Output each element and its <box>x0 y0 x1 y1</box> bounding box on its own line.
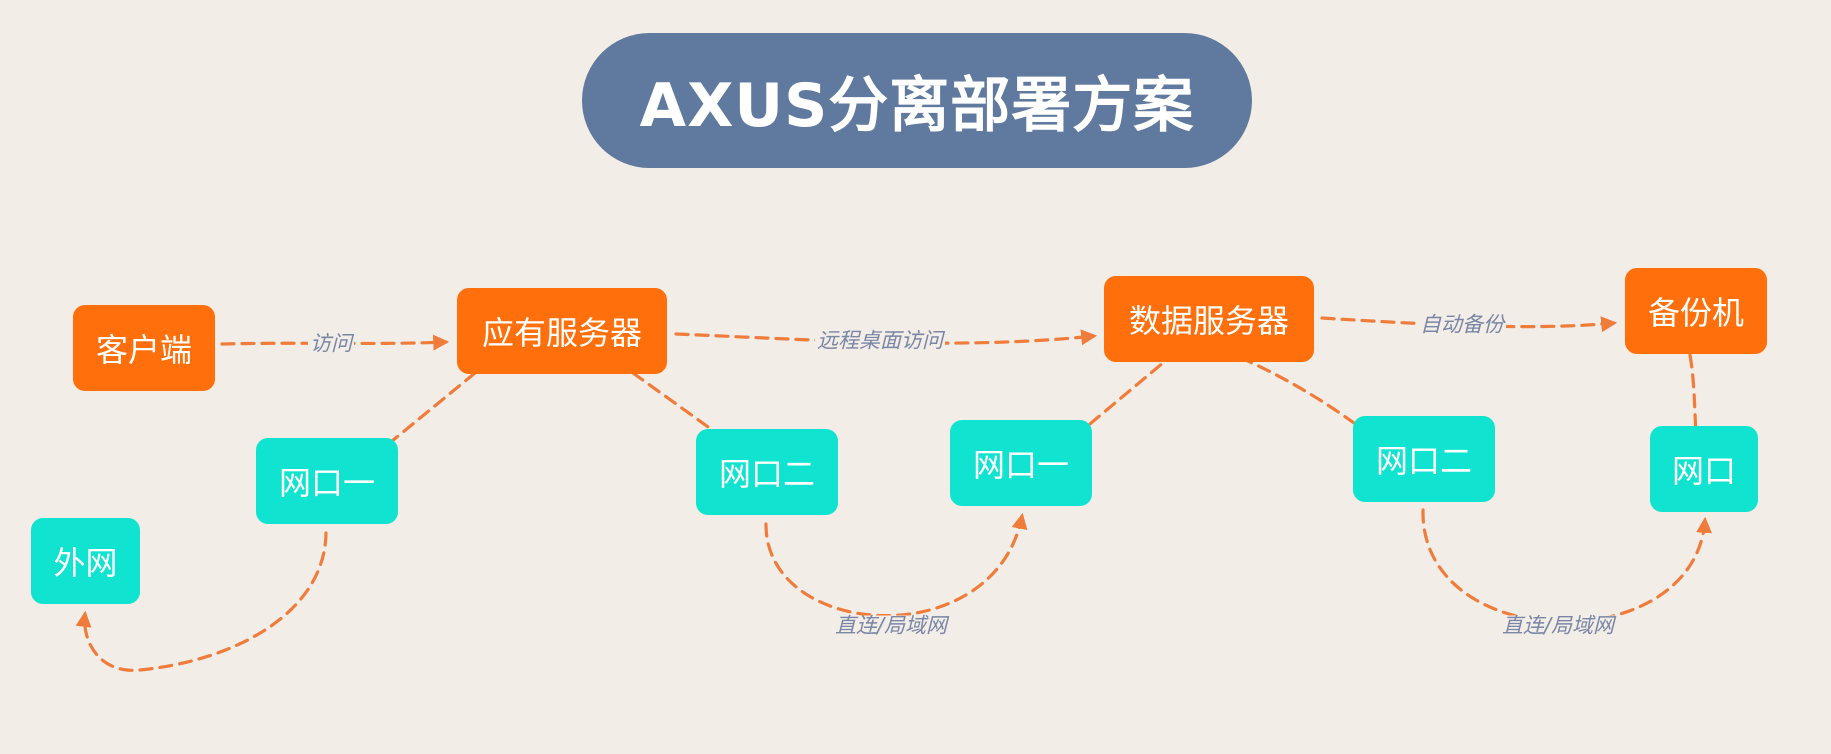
app-server-node: 应有服务器 <box>457 288 667 374</box>
edge-port2-to-data-port1 <box>764 512 1028 618</box>
page-title: AXUS分离部署方案 <box>582 33 1252 168</box>
extranet-node: 外网 <box>31 518 140 604</box>
app-port2-node: 网口二 <box>696 429 838 515</box>
data-port2-node: 网口二 <box>1353 416 1495 502</box>
data-server-node: 数据服务器 <box>1104 276 1314 362</box>
edge-label-access: 访问 <box>308 331 354 356</box>
edge-label-remote-desktop: 远程桌面访问 <box>815 328 945 353</box>
edge-data-port2-to-backup-port <box>1421 508 1713 624</box>
edge-label-direct-lan-1: 直连/局域网 <box>832 613 950 638</box>
client-node: 客户端 <box>73 305 215 391</box>
edge-label-direct-lan-2: 直连/局域网 <box>1499 613 1617 638</box>
backup-port-node: 网口 <box>1650 426 1758 512</box>
edge-label-auto-backup: 自动备份 <box>1418 312 1506 337</box>
backup-node: 备份机 <box>1625 268 1767 354</box>
data-port1-node: 网口一 <box>950 420 1092 506</box>
app-port1-node: 网口一 <box>256 438 398 524</box>
